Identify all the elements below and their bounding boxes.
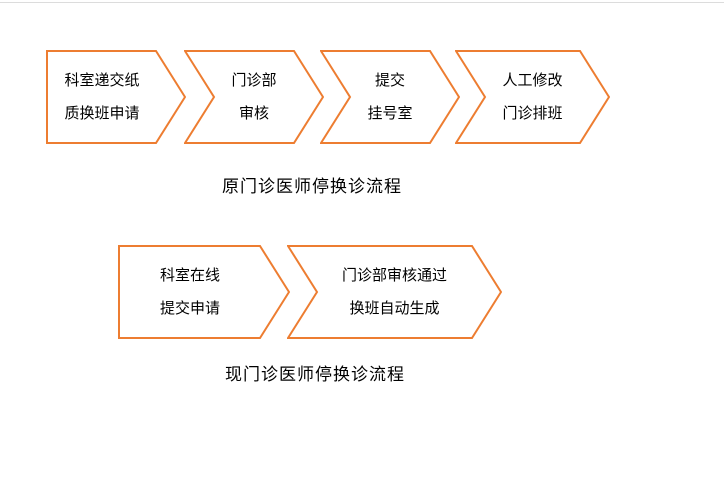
flow2-caption: 现门诊医师停换诊流程 [225,365,405,384]
flow1-step-2: 门诊部 审核 [184,50,324,144]
step-text-line: 质换班申请 [64,104,140,122]
chevron-shape [184,50,324,144]
page-top-divider [0,2,724,3]
flow1-step-4: 人工修改 门诊排班 [455,50,610,144]
step-text-line: 科室递交纸 [64,71,140,89]
chevron-shape [320,50,460,144]
step-text-line: 提交 [374,71,405,89]
step-text-line: 人工修改 [502,71,563,89]
flow1-step-3: 提交 挂号室 [320,50,460,144]
step-text-line: 换班自动生成 [349,299,440,317]
step-text-line: 科室在线 [159,266,220,284]
step-text-line: 门诊部审核通过 [341,266,447,284]
step-text-line: 挂号室 [367,104,413,122]
chevron-shape [287,245,502,339]
flow2-step-2: 门诊部审核通过 换班自动生成 [287,245,502,339]
arrow-shape [46,50,186,144]
chevron-shape [455,50,610,144]
step-text-line: 门诊部 [231,71,277,89]
flow2-step-1: 科室在线 提交申请 [118,245,290,339]
step-text-line: 审核 [238,104,269,122]
arrow-shape [118,245,290,339]
step-text-line: 提交申请 [159,299,220,317]
flow1-caption: 原门诊医师停换诊流程 [222,177,402,196]
flow1-step-1: 科室递交纸 质换班申请 [46,50,186,144]
step-text-line: 门诊排班 [502,104,563,122]
